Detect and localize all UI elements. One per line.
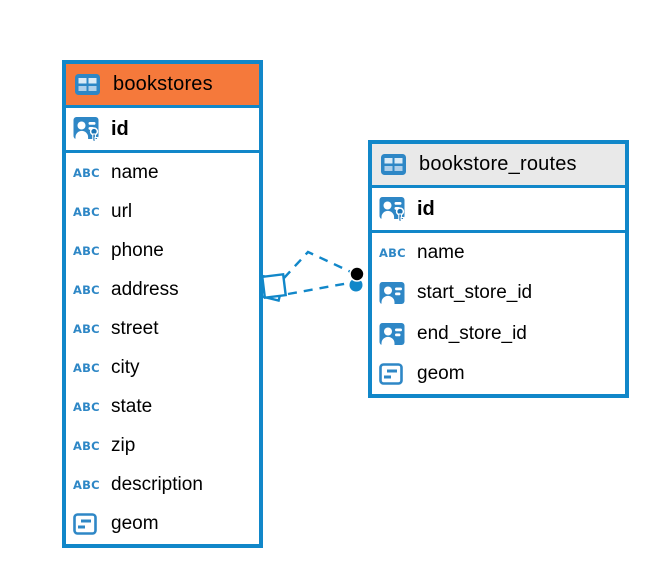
text-type-icon: ABC xyxy=(73,321,100,336)
column-row-city[interactable]: ABC city xyxy=(66,348,259,388)
column-name: id xyxy=(111,117,129,140)
text-type-icon: ABC xyxy=(73,165,100,180)
column-name: description xyxy=(111,474,203,496)
relation-dot-marker[interactable] xyxy=(349,266,365,292)
column-name: start_store_id xyxy=(417,282,533,304)
column-row-geom[interactable]: geom xyxy=(372,353,625,394)
column-name: end_store_id xyxy=(417,322,527,344)
text-type-icon: ABC xyxy=(379,246,406,261)
relation-diamond-marker[interactable] xyxy=(257,272,288,303)
table-icon xyxy=(74,73,104,96)
geometry-type-icon xyxy=(379,363,409,385)
table-icon xyxy=(380,153,410,176)
column-name: phone xyxy=(111,239,164,261)
text-type-icon: ABC xyxy=(73,243,100,258)
table-bookstores-header[interactable]: bookstores xyxy=(66,64,259,108)
text-type-icon: ABC xyxy=(73,478,100,493)
geometry-type-icon xyxy=(73,513,103,536)
text-type-icon: ABC xyxy=(73,361,100,376)
column-row-street[interactable]: ABC street xyxy=(66,309,259,349)
column-name: geom xyxy=(111,513,159,535)
column-name: url xyxy=(111,200,133,222)
relation-line-lower[interactable] xyxy=(287,281,350,296)
text-type-icon: ABC xyxy=(73,439,100,454)
column-name: name xyxy=(417,242,465,264)
text-type-icon: ABC xyxy=(73,204,100,219)
column-row-start-store-id[interactable]: start_store_id xyxy=(372,273,625,314)
primary-key-icon xyxy=(379,196,409,222)
reference-id-icon xyxy=(379,281,409,305)
table-bookstore-routes[interactable]: bookstore_routes id xyxy=(368,140,629,398)
column-row-id[interactable]: id xyxy=(66,108,259,153)
column-row-description[interactable]: ABC description xyxy=(66,465,259,505)
column-row-name[interactable]: ABC name xyxy=(372,233,625,274)
column-row-phone[interactable]: ABC phone xyxy=(66,231,259,271)
column-row-zip[interactable]: ABC zip xyxy=(66,426,259,466)
table-title: bookstore_routes xyxy=(419,153,577,175)
column-list: ABC name ABC url ABC phone ABC address A… xyxy=(66,153,259,544)
column-list: ABC name start_store_id xyxy=(372,233,625,394)
column-name: geom xyxy=(417,362,465,384)
column-name: address xyxy=(111,278,179,300)
column-row-geom[interactable]: geom xyxy=(66,504,259,544)
table-bookstore-routes-header[interactable]: bookstore_routes xyxy=(372,144,625,188)
text-type-icon: ABC xyxy=(73,282,100,297)
column-row-name[interactable]: ABC name xyxy=(66,153,259,193)
column-row-id[interactable]: id xyxy=(372,188,625,233)
primary-key-icon xyxy=(73,116,103,142)
table-bookstores[interactable]: bookstores id xyxy=(62,60,263,548)
column-name: street xyxy=(111,317,159,339)
column-name: city xyxy=(111,357,140,379)
column-name: name xyxy=(111,161,159,183)
column-row-url[interactable]: ABC url xyxy=(66,192,259,232)
table-title: bookstores xyxy=(113,73,213,95)
text-type-icon: ABC xyxy=(73,400,100,415)
column-name: id xyxy=(417,197,435,220)
relation-line-upper[interactable] xyxy=(283,250,352,279)
column-row-end-store-id[interactable]: end_store_id xyxy=(372,313,625,354)
reference-id-icon xyxy=(379,322,409,346)
column-row-address[interactable]: ABC address xyxy=(66,270,259,310)
column-row-state[interactable]: ABC state xyxy=(66,387,259,427)
column-name: state xyxy=(111,396,153,418)
column-name: zip xyxy=(111,435,136,457)
